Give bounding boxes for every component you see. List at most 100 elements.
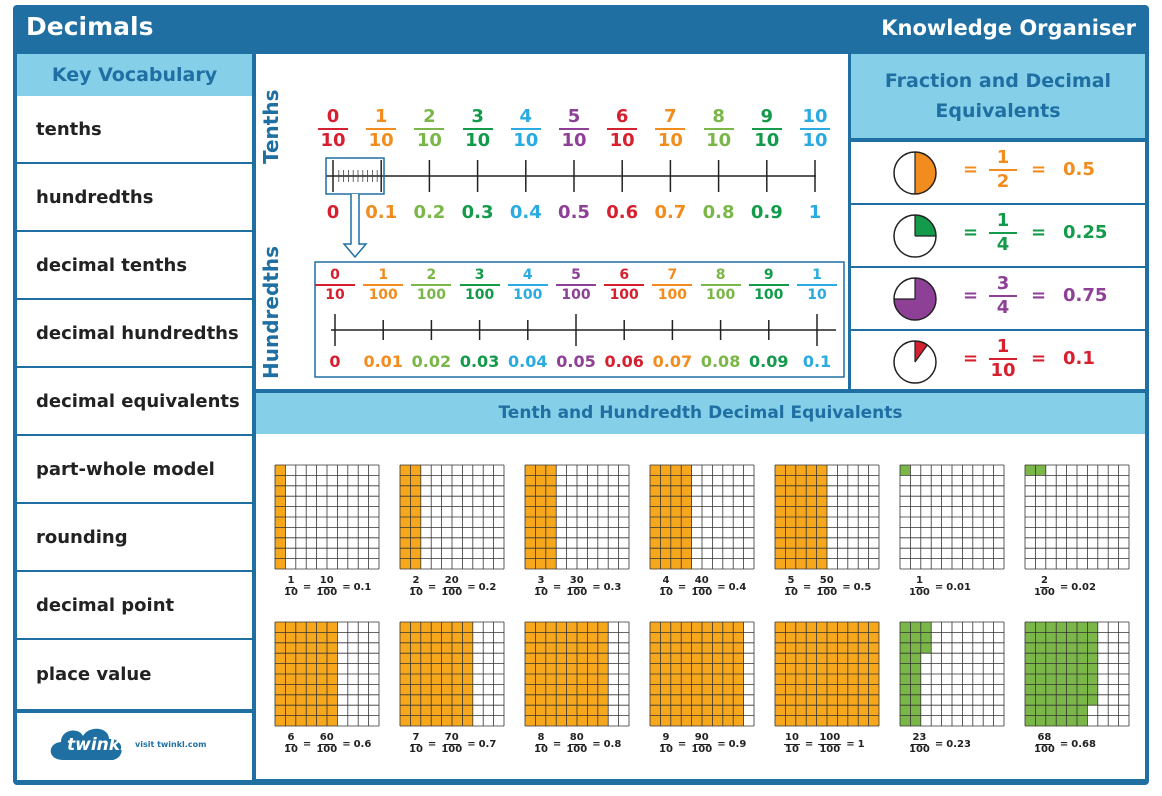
grid-cell-filled [691,705,702,716]
grid-cell-filled [545,465,557,476]
grid-cell-filled [1045,715,1057,726]
grid-cell-filled [795,642,807,654]
grid-cell-filled [691,715,702,726]
grid-cell-filled [1066,715,1077,726]
grid-cell-filled [785,684,796,695]
grid-cell-filled [285,663,296,674]
grid-cell-filled [827,622,838,633]
grid-cell-filled [650,537,661,549]
caption-decimal: 0.2 [478,581,497,593]
grid-cell-filled [900,715,911,726]
equals-sign: = [1031,222,1047,243]
grid-cell-filled [545,496,557,507]
equals-sign: = [592,738,601,750]
grid-cell-filled [1025,465,1036,476]
grid-cell-filled [327,705,338,716]
grid-cell-filled [816,705,827,716]
grid-cell-filled [410,694,421,706]
grid-cell-filled [327,653,338,664]
grid-cell-filled [525,622,536,633]
grid-cell-filled [587,653,598,664]
grid-cell-filled [660,642,671,654]
numerator: 10 [800,108,830,130]
denominator: 4 [996,234,1010,255]
grid-cell-filled [795,475,807,486]
grid-cell-filled [670,558,682,569]
grid-cell-filled [775,485,786,497]
grid-cell-filled [275,548,286,559]
grid-cell-filled [577,715,588,726]
grid-cell-filled [577,622,588,633]
grid-cell-filled [1077,705,1088,716]
grid-cell-filled [670,622,682,633]
grid-cell-filled [1077,674,1088,685]
grid-cell-filled [775,465,786,476]
grid-cell-filled [545,642,557,654]
grid-cell-filled [587,632,598,643]
grid-cell-filled [868,715,879,726]
numerator: 8 [700,268,741,286]
grid-cell-filled [681,715,692,726]
grid-cell-filled [806,642,817,654]
grid-cell-filled [650,715,661,726]
grid-cell-filled [462,622,473,633]
numerator: 80 [568,732,585,745]
grid-cell-filled [837,622,848,633]
caption-decimal: 0.1 [353,581,372,593]
grid-cell-filled [650,485,661,497]
tenths-decimal-label: 1 [808,202,822,223]
grid-cell-filled [806,548,817,559]
grid-cell-filled [285,653,296,664]
grid-cell-filled [410,496,421,507]
grid-cell-filled [806,517,817,528]
grid-cell-filled [806,537,817,549]
grid-cell-filled [1045,642,1057,654]
hundredths-axis-label: Hundredths [259,246,283,379]
numerator: 1 [914,575,924,588]
logo-url[interactable]: visit twinkl.com [135,740,207,749]
vocab-item: hundredths [17,164,252,230]
grid-cell-filled [400,506,411,517]
grid-cell-filled [681,485,692,497]
hundredths-decimal-label: 0.09 [749,352,789,371]
grid-cell-filled [545,694,557,706]
grid-cell-filled [650,653,661,664]
grid-cell-filled [785,465,796,476]
grid-cell-filled [535,715,546,726]
grid-cell-filled [1087,632,1098,643]
grid-cell-filled [275,684,286,695]
grid-cell-filled [556,684,567,695]
grid-cell-filled [1056,705,1067,716]
grid-cell-filled [410,715,421,726]
hundredths-decimal-label: 0.1 [802,352,832,371]
grid-cell-filled [441,653,452,664]
denominator: 10 [609,130,635,151]
grid-cell-filled [847,632,859,643]
grid-cell-filled [1025,715,1036,726]
hundred-grid [899,621,1005,727]
grid-cell-filled [577,653,588,664]
grid-cell-filled [420,705,432,716]
grid-cell-filled [681,653,692,664]
grid-cell-filled [775,694,786,706]
grid-cell-filled [410,684,421,695]
grid-cell-filled [795,663,807,674]
grid-cell-filled [400,694,411,706]
hundred-grid [399,464,505,570]
grid-cell-filled [452,622,463,633]
grid-cell-filled [847,715,859,726]
grid-cell-filled [1066,632,1077,643]
grid-cell-filled [847,705,859,716]
grid-cell-filled [597,622,609,633]
